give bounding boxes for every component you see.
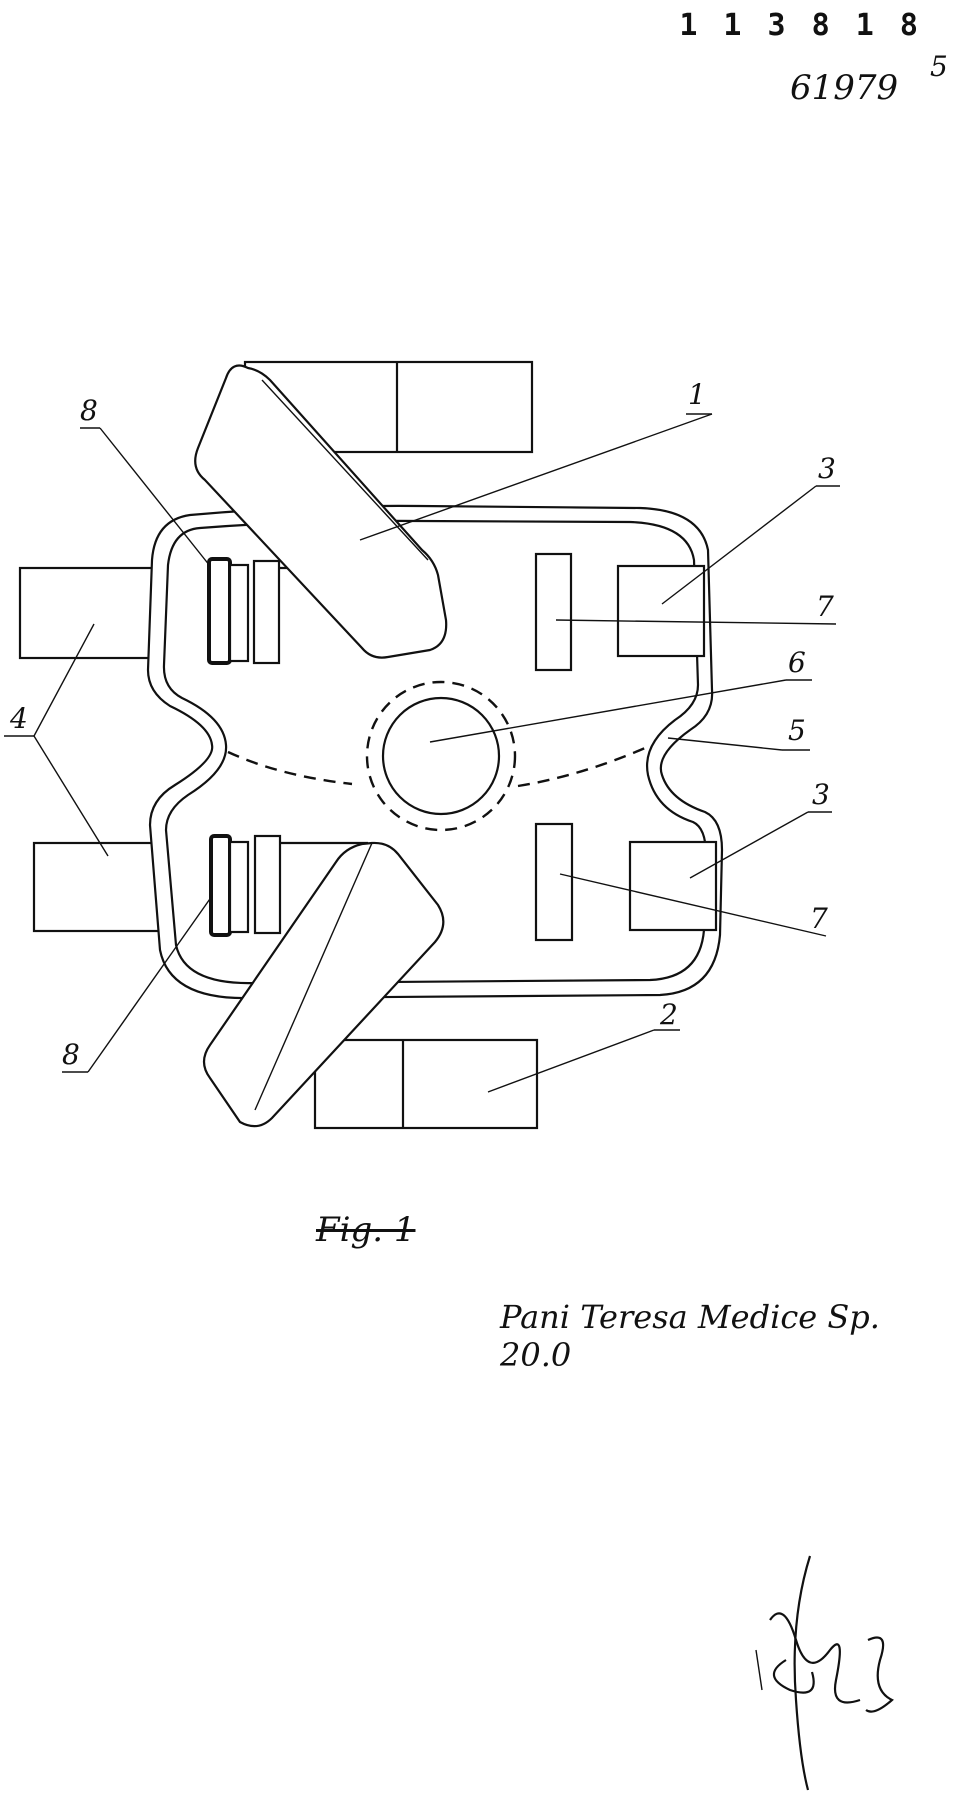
label-5: 5 [788, 714, 806, 747]
buckle-upper-loop [252, 559, 281, 665]
buckle-upper [207, 557, 232, 665]
label-1: 1 [688, 378, 706, 411]
patella-opening [381, 696, 501, 816]
label-7-lower: 7 [810, 902, 828, 935]
label-8-upper: 8 [80, 394, 98, 427]
seam-right [517, 746, 646, 788]
figure-caption: Fig. 1 [316, 1210, 416, 1250]
label-6: 6 [788, 646, 806, 679]
strap-left-lower [32, 841, 162, 933]
velcro-pad-lower [534, 822, 574, 942]
applicant-note: Pani Teresa Medice Sp. 20.0 [500, 1298, 880, 1374]
strap-lower-diagonal [202, 841, 445, 1128]
tab-lower-right [628, 840, 718, 932]
buckle-lower-bar [228, 840, 250, 934]
tab-upper-right [616, 564, 706, 658]
seam-left [227, 750, 353, 786]
strap-upper-diagonal [194, 364, 448, 659]
velcro-pad-upper [534, 552, 573, 672]
body-outer-outline [146, 504, 724, 1000]
patella-ring-dashed [365, 680, 517, 832]
buckle-upper-bar [228, 563, 250, 663]
label-8-lower: 8 [62, 1038, 80, 1071]
label-2: 2 [659, 998, 678, 1031]
buckle-lower-loop [253, 834, 282, 935]
handwritten-signature-icon [755, 1555, 894, 1791]
label-4: 4 [9, 702, 28, 735]
leader-lines [4, 413, 840, 1093]
label-3-upper: 3 [818, 452, 836, 485]
sheet-number: 5 [930, 50, 948, 83]
label-7-upper: 7 [816, 590, 834, 623]
body-inner-outline [162, 519, 708, 985]
strap-bottom-end [313, 1038, 539, 1130]
strap-left-upper [18, 566, 162, 660]
document-number: 1 1 3 8 1 8 [679, 8, 922, 43]
buckle-lower [209, 834, 232, 937]
handwritten-reference: 61979 [790, 68, 899, 108]
label-3-lower: 3 [812, 778, 830, 811]
